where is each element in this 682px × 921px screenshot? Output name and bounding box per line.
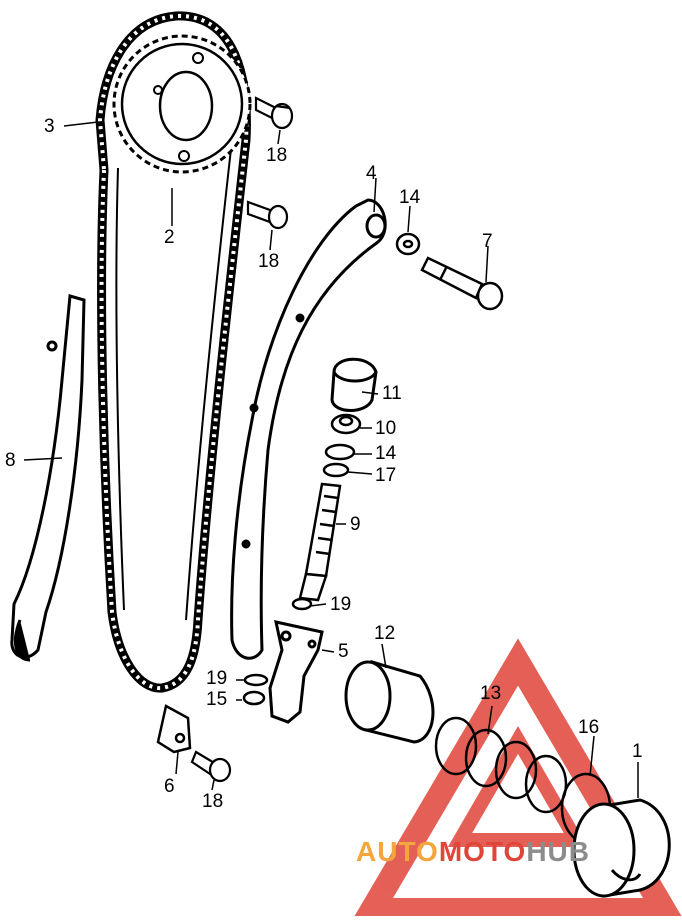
callout-16: 16 (578, 717, 600, 738)
callout-2: 2 (164, 227, 175, 248)
bolt-18-middle (246, 200, 289, 230)
callout-3: 3 (44, 116, 55, 137)
tensioner-arm (230, 198, 387, 660)
o-ring-19-upper (291, 597, 313, 611)
spring-13 (434, 716, 568, 814)
washer-15 (242, 690, 266, 706)
bolt-18-lower (190, 750, 232, 783)
callout-19-lower: 19 (206, 668, 228, 689)
watermark-part-hub: HUB (526, 836, 590, 867)
washer-14-lower (324, 443, 356, 461)
callout-10: 10 (375, 418, 397, 439)
watermark-part-auto: AUTO (356, 836, 439, 867)
callout-17: 17 (375, 465, 397, 486)
watermark-triangle (351, 638, 682, 921)
cap-1 (572, 798, 671, 898)
callout-5: 5 (338, 641, 349, 662)
callout-14-lower: 14 (375, 443, 397, 464)
chain-guide (10, 294, 86, 662)
o-ring-19-lower (243, 673, 269, 687)
callout-8: 8 (5, 450, 16, 471)
callout-19-upper: 19 (330, 594, 352, 615)
callout-7: 7 (482, 231, 493, 252)
holder-5 (268, 620, 324, 724)
cap-11 (330, 357, 378, 412)
callout-13: 13 (480, 683, 502, 704)
callout-18-upper: 18 (266, 145, 288, 166)
callout-11: 11 (382, 383, 402, 404)
watermark-text: AUTOMOTOHUB (356, 836, 590, 868)
callout-14-upper: 14 (399, 187, 421, 208)
callout-18-lower: 18 (202, 791, 224, 812)
o-ring-17 (322, 462, 350, 478)
callout-4: 4 (366, 163, 377, 184)
sleeve-12 (344, 660, 435, 744)
cam-sprocket (112, 34, 252, 174)
plate-6 (156, 704, 192, 754)
nut-10 (330, 413, 362, 435)
callout-12: 12 (374, 623, 396, 644)
callout-6: 6 (164, 776, 175, 797)
washer-14-upper (395, 232, 421, 256)
callout-1: 1 (632, 741, 643, 762)
cam-chain (95, 11, 251, 693)
leader-lines (23, 121, 639, 798)
callout-18-middle: 18 (258, 251, 280, 272)
bolt-7 (420, 256, 504, 311)
callout-15: 15 (206, 689, 228, 710)
adjuster-rod-9 (298, 482, 342, 602)
watermark-part-moto: MOTO (438, 836, 527, 867)
callout-9: 9 (350, 514, 361, 535)
bolt-18-upper (254, 96, 294, 130)
